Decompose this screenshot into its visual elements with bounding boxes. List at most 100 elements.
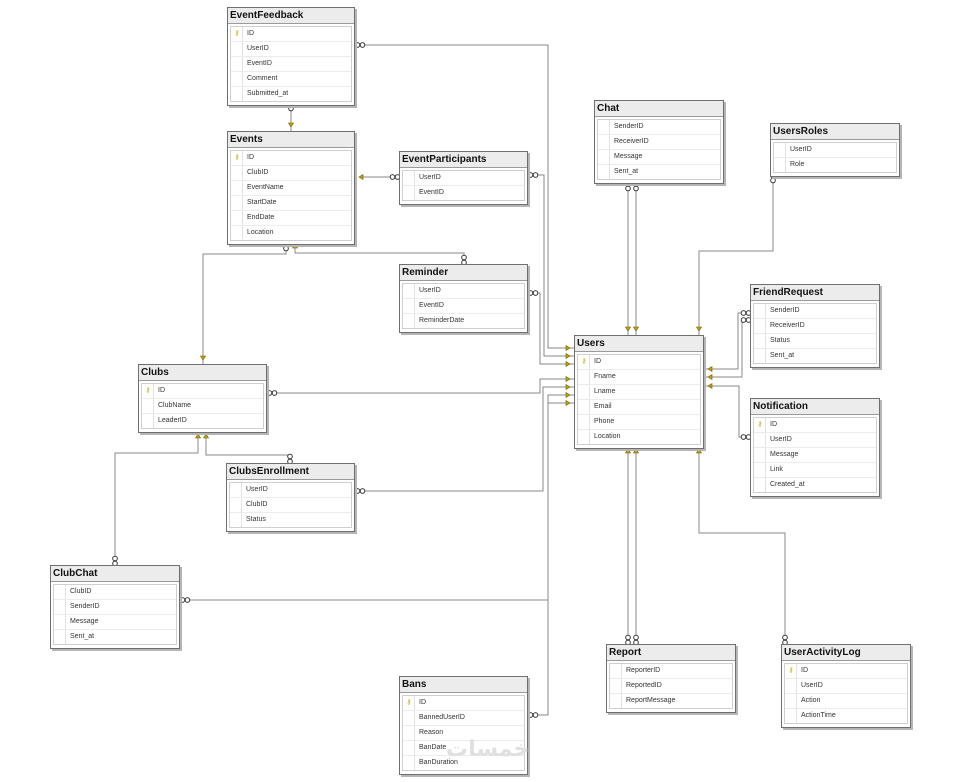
- column-row[interactable]: ⚷ID: [754, 418, 876, 433]
- column-row[interactable]: Role: [774, 158, 896, 172]
- column-row[interactable]: ReportedID: [610, 679, 732, 694]
- column-name: ID: [158, 387, 165, 394]
- column-row[interactable]: Action: [785, 694, 907, 709]
- column-row[interactable]: ReportMessage: [610, 694, 732, 708]
- column-row[interactable]: ⚷ID: [231, 27, 351, 42]
- column-row[interactable]: ⚷ID: [403, 696, 524, 711]
- column-row[interactable]: UserID: [230, 483, 351, 498]
- row-selector: [754, 478, 766, 492]
- column-row[interactable]: Sent_at: [598, 165, 720, 179]
- column-row[interactable]: EventID: [231, 57, 351, 72]
- column-name: SenderID: [770, 307, 800, 314]
- column-row[interactable]: Comment: [231, 72, 351, 87]
- column-row[interactable]: ⚷ID: [578, 355, 700, 370]
- table-title[interactable]: Chat: [595, 101, 723, 117]
- column-row[interactable]: ClubName: [142, 399, 263, 414]
- column-row[interactable]: Sent_at: [754, 349, 876, 363]
- column-row[interactable]: ⚷ID: [142, 384, 263, 399]
- column-row[interactable]: Sent_at: [54, 630, 176, 644]
- table-title[interactable]: ClubChat: [51, 566, 179, 582]
- column-row[interactable]: Status: [230, 513, 351, 527]
- column-row[interactable]: UserID: [403, 284, 524, 299]
- table-title[interactable]: Notification: [751, 399, 879, 415]
- column-row[interactable]: ActionTime: [785, 709, 907, 723]
- rel-clubsenrollment-clubs: [205, 433, 291, 463]
- column-row[interactable]: Message: [598, 150, 720, 165]
- column-row[interactable]: Submitted_at: [231, 87, 351, 101]
- column-row[interactable]: ReporterID: [610, 664, 732, 679]
- column-row[interactable]: SenderID: [598, 120, 720, 135]
- table-title[interactable]: EventParticipants: [400, 152, 527, 168]
- table-title[interactable]: Bans: [400, 677, 527, 693]
- table-title[interactable]: UsersRoles: [771, 124, 899, 140]
- column-name: ReminderDate: [419, 317, 465, 324]
- column-row[interactable]: Fname: [578, 370, 700, 385]
- column-row[interactable]: SenderID: [54, 600, 176, 615]
- column-row[interactable]: UserID: [754, 433, 876, 448]
- column-row[interactable]: Reason: [403, 726, 524, 741]
- table-title[interactable]: Events: [228, 132, 354, 148]
- column-row[interactable]: Email: [578, 400, 700, 415]
- column-row[interactable]: EndDate: [231, 211, 351, 226]
- column-row[interactable]: EventID: [403, 186, 524, 200]
- column-row[interactable]: ClubID: [230, 498, 351, 513]
- column-row[interactable]: Message: [54, 615, 176, 630]
- column-row[interactable]: UserID: [403, 171, 524, 186]
- column-row[interactable]: ReceiverID: [598, 135, 720, 150]
- table-title[interactable]: Report: [607, 645, 735, 661]
- column-row[interactable]: ClubID: [231, 166, 351, 181]
- column-row[interactable]: Phone: [578, 415, 700, 430]
- table-title[interactable]: Users: [575, 336, 703, 352]
- column-row[interactable]: Location: [578, 430, 700, 444]
- column-row[interactable]: ReceiverID: [754, 319, 876, 334]
- column-row[interactable]: UserID: [785, 679, 907, 694]
- column-row[interactable]: Message: [754, 448, 876, 463]
- table-title[interactable]: ClubsEnrollment: [227, 464, 354, 480]
- column-row[interactable]: UserID: [774, 143, 896, 158]
- column-row[interactable]: EventName: [231, 181, 351, 196]
- column-row[interactable]: Status: [754, 334, 876, 349]
- column-row[interactable]: SenderID: [754, 304, 876, 319]
- column-row[interactable]: EventID: [403, 299, 524, 314]
- table-title[interactable]: FriendRequest: [751, 285, 879, 301]
- row-selector: [774, 158, 786, 172]
- column-row[interactable]: StartDate: [231, 196, 351, 211]
- table-title[interactable]: EventFeedback: [228, 8, 354, 24]
- column-row[interactable]: ClubID: [54, 585, 176, 600]
- column-row[interactable]: ⚷ID: [785, 664, 907, 679]
- column-row[interactable]: BannedUserID: [403, 711, 524, 726]
- one-end-key-marker: [202, 433, 210, 439]
- column-row[interactable]: BanDate: [403, 741, 524, 756]
- column-row[interactable]: UserID: [231, 42, 351, 57]
- table-title[interactable]: Reminder: [400, 265, 527, 281]
- column-row[interactable]: Link: [754, 463, 876, 478]
- row-selector: [230, 513, 242, 527]
- column-row[interactable]: Location: [231, 226, 351, 240]
- column-row[interactable]: Created_at: [754, 478, 876, 492]
- column-row[interactable]: LeaderID: [142, 414, 263, 428]
- table-title[interactable]: UserActivityLog: [782, 645, 910, 661]
- column-row[interactable]: BanDuration: [403, 756, 524, 770]
- row-selector: [54, 630, 66, 644]
- column-row[interactable]: ReminderDate: [403, 314, 524, 328]
- column-row[interactable]: Lname: [578, 385, 700, 400]
- table-title[interactable]: Clubs: [139, 365, 266, 381]
- column-row[interactable]: ⚷ID: [231, 151, 351, 166]
- row-selector: [785, 679, 797, 693]
